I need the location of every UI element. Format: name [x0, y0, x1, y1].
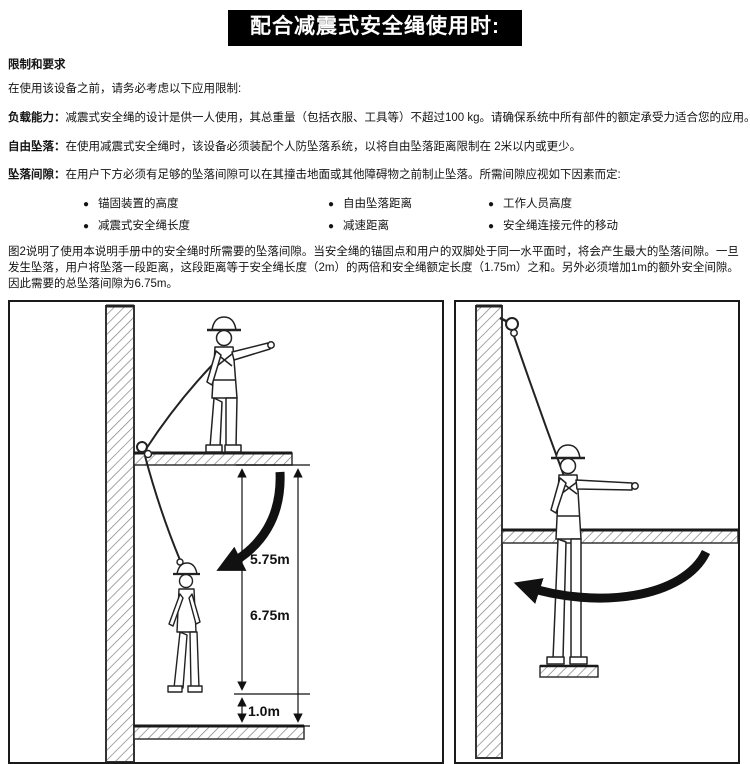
dimension-lines: [234, 465, 310, 726]
bullet-icon: ●: [83, 197, 89, 212]
page-title: 配合减震式安全绳使用时:: [228, 10, 522, 46]
list-item-label: 锚固装置的高度: [98, 197, 179, 213]
ground: [134, 726, 304, 739]
list-item-label: 减震式安全绳长度: [98, 219, 190, 235]
list-item: ● 减震式安全绳长度: [83, 219, 328, 235]
load-capacity-paragraph: 负载能力：减震式安全绳的设计是供一人使用，其总重量（包括衣服、工具等）不超过10…: [8, 111, 742, 127]
list-item: ● 自由坠落距离: [328, 197, 488, 213]
body-text: 限制和要求 在使用该设备之前，请务必考虑以下应用限制: 负载能力：减震式安全绳的…: [8, 58, 742, 292]
hard-hat-icon: [556, 445, 580, 458]
figure2-diagrams: 5.75m 6.75m 1.0m: [8, 300, 742, 764]
list-item: ● 工作人员高度: [488, 197, 742, 213]
lanyard-rope: [146, 360, 217, 449]
ground: [540, 666, 598, 677]
fall-clearance-illustration: 5.75m 6.75m 1.0m: [10, 302, 442, 762]
fall-rope: [145, 456, 180, 560]
list-item-label: 减速距离: [343, 219, 389, 235]
load-capacity-label: 负载能力：: [8, 112, 66, 124]
vertical-rail: [476, 306, 502, 758]
suspended-worker: [168, 559, 202, 692]
bullet-icon: ●: [328, 219, 334, 234]
standing-worker: [206, 317, 274, 452]
list-item: ● 安全绳连接元件的移动: [488, 219, 742, 235]
fall-clearance-body: 在用户下方必须有足够的坠落间隙可以在其撞击地面或其他障碍物之前制止坠落。所需间隙…: [66, 169, 621, 181]
list-item-label: 安全绳连接元件的移动: [503, 219, 618, 235]
free-fall-label: 自由坠落：: [8, 141, 66, 153]
clearance-factors-list: ● 锚固装置的高度 ● 自由坠落距离 ● 工作人员高度 ● 减震式安全绳长度 ● 减速距离…: [83, 197, 742, 235]
title-banner: 配合减震式安全绳使用时:: [8, 10, 742, 46]
upper-platform: [134, 453, 292, 465]
dim-label-total: 6.75m: [250, 607, 290, 623]
fall-clearance-paragraph: 坠落间隙：在用户下方必须有足够的坠落间隙可以在其撞击地面或其他障碍物之前制止坠落…: [8, 168, 742, 184]
free-fall-body: 在使用减震式安全绳时，该设备必须装配个人防坠落系统，以将自由坠落距离限制在 2米…: [66, 141, 582, 153]
fall-clearance-diagram: 5.75m 6.75m 1.0m: [8, 300, 444, 764]
list-item-label: 自由坠落距离: [343, 197, 412, 213]
list-item: ● 减速距离: [328, 219, 488, 235]
free-fall-paragraph: 自由坠落：在使用减震式安全绳时，该设备必须装配个人防坠落系统，以将自由坠落距离限…: [8, 140, 742, 156]
bullet-icon: ●: [488, 219, 494, 234]
figure2-description: 图2说明了使用本说明手册中的安全绳时所需要的坠落间隙。当安全绳的锚固点和用户的双…: [8, 245, 742, 293]
overhead-anchor-diagram: [454, 300, 740, 764]
list-item-label: 工作人员高度: [503, 197, 572, 213]
hard-hat-icon: [212, 317, 236, 330]
horizontal-beam: [502, 530, 738, 543]
overhead-anchor-illustration: [456, 302, 738, 762]
vertical-rail: [106, 306, 134, 762]
list-item: ● 锚固装置的高度: [83, 197, 328, 213]
dim-label-bottom: 1.0m: [248, 703, 280, 719]
bullet-icon: ●: [328, 197, 334, 212]
intro-text: 在使用该设备之前，请务必考虑以下应用限制:: [8, 82, 742, 98]
load-capacity-body: 减震式安全绳的设计是供一人使用，其总重量（包括衣服、工具等）不超过100 kg。…: [66, 112, 750, 124]
dim-label-upper: 5.75m: [250, 551, 290, 567]
swing-arc-arrow: [524, 552, 706, 598]
bullet-icon: ●: [488, 197, 494, 212]
restrictions-heading: 限制和要求: [8, 58, 742, 74]
fall-clearance-label: 坠落间隙：: [8, 169, 66, 181]
bullet-icon: ●: [83, 219, 89, 234]
standing-worker: [547, 445, 638, 664]
